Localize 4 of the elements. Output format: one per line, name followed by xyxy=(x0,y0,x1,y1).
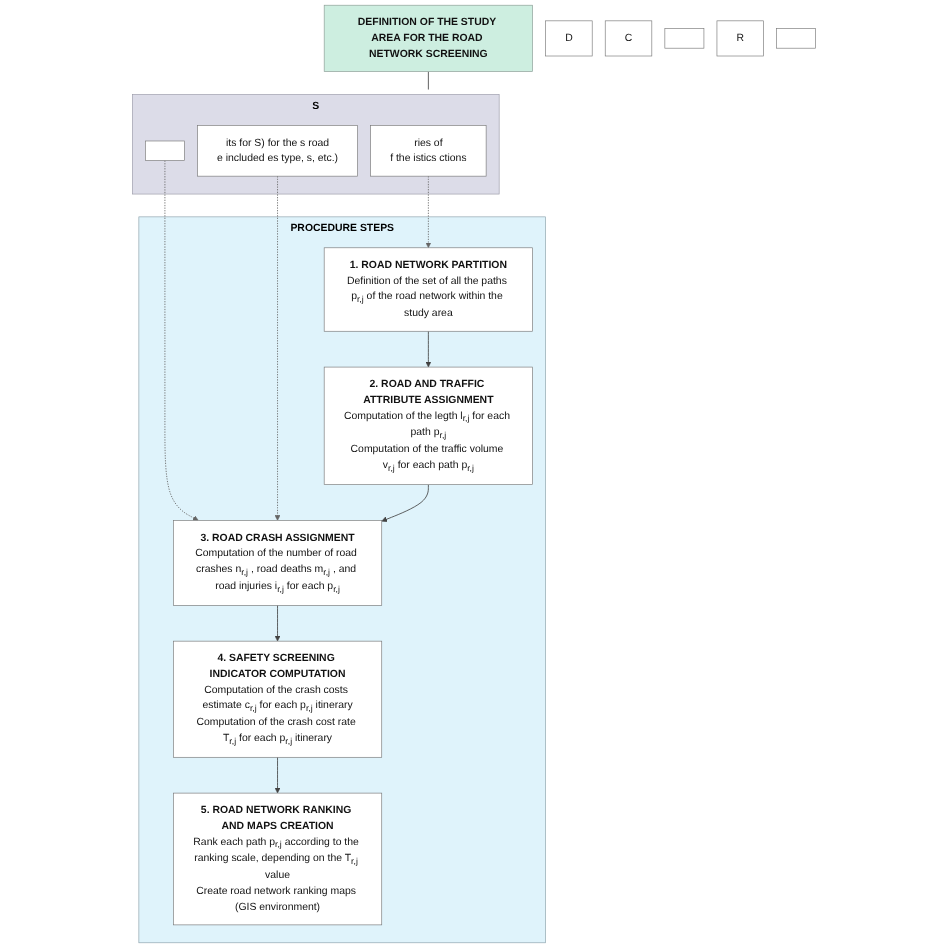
node-box xyxy=(664,28,705,49)
node-box xyxy=(776,28,816,49)
node-box xyxy=(145,140,185,161)
connector xyxy=(427,71,429,90)
